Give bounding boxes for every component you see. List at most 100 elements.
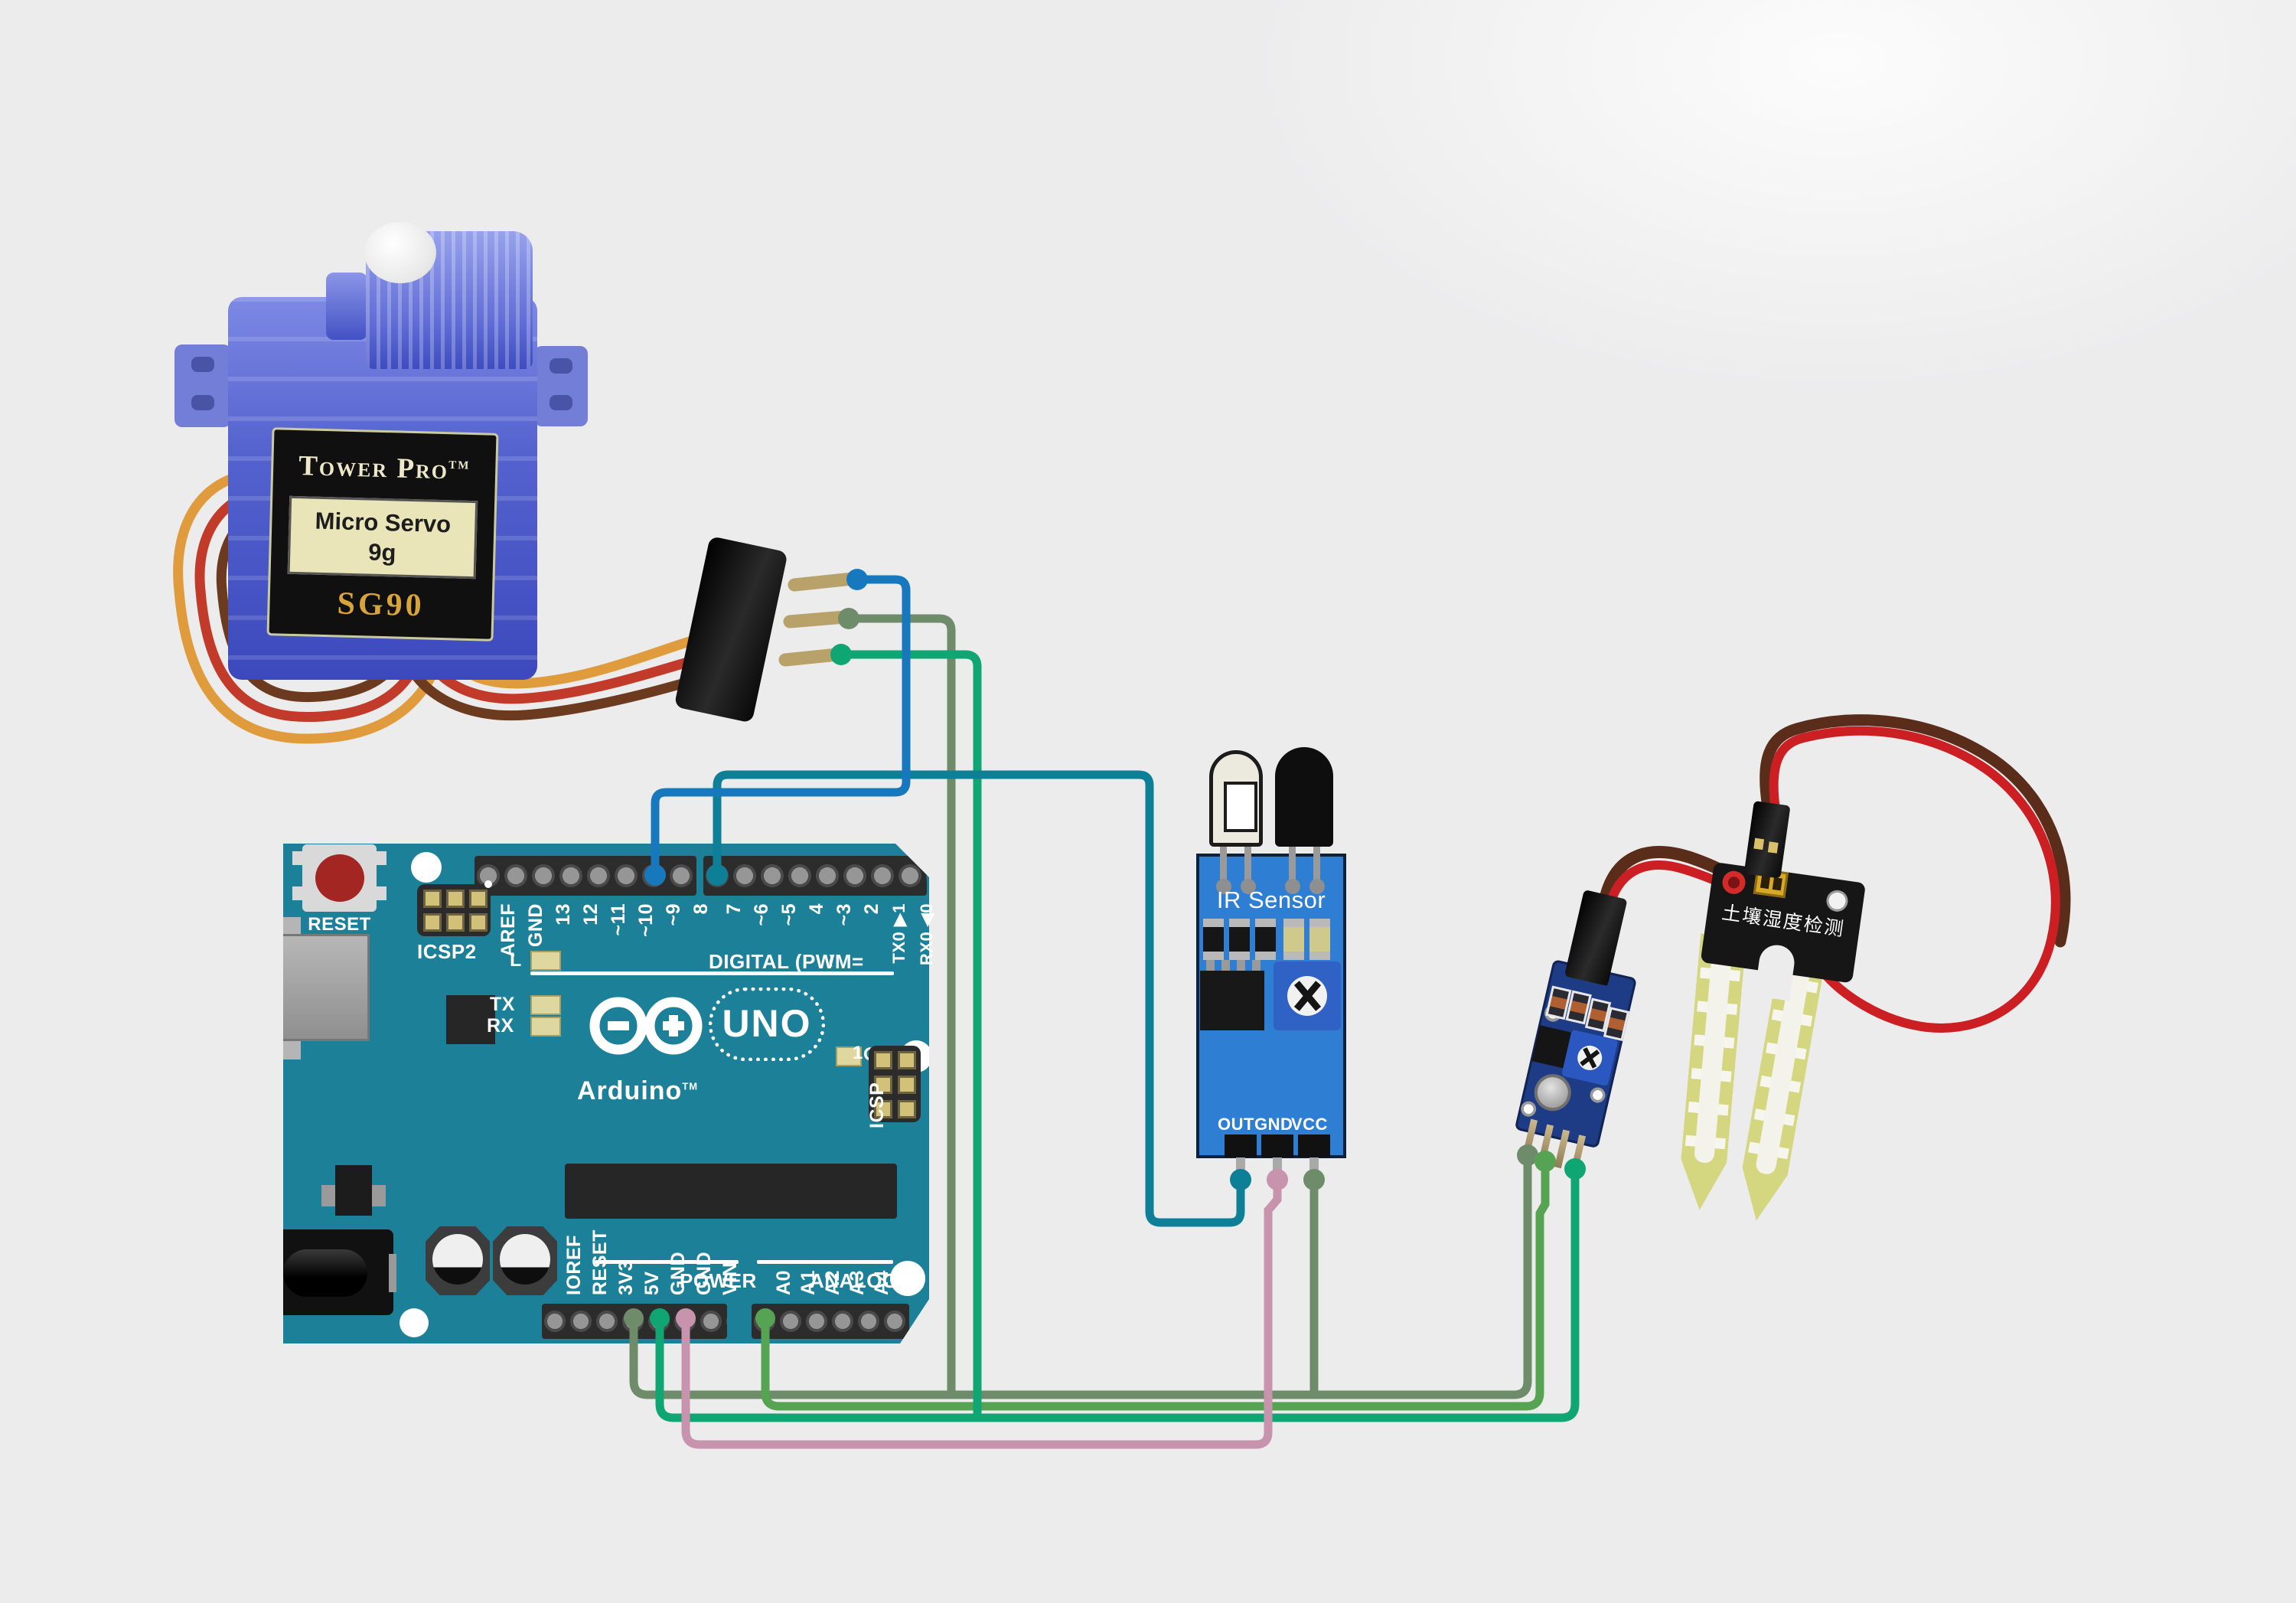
pin-label-digital: 7 — [723, 903, 745, 915]
connector-slot — [1760, 875, 1771, 890]
reset-button-tab — [376, 851, 386, 865]
reset-label: RESET — [308, 914, 371, 935]
pin-label-digital: 8 — [690, 903, 712, 915]
probe-prong-left — [1677, 933, 1746, 1212]
arduino-infinity-logo — [589, 997, 703, 1055]
digital-header-left — [475, 856, 696, 896]
voltage-regulator — [335, 1165, 372, 1216]
fiducial-dot — [484, 880, 492, 888]
led-leg — [1313, 842, 1320, 886]
smd-resistor — [1309, 919, 1330, 960]
servo-model-text: SG90 — [336, 586, 426, 624]
reset-button-tab — [376, 886, 386, 900]
mounting-hole — [411, 852, 442, 883]
pin-label-power: RESET — [589, 1229, 611, 1295]
usb-connector-tab — [283, 917, 301, 935]
capacitor-face — [432, 1234, 483, 1285]
pin-label-digital: 2 — [861, 903, 882, 915]
icsp-pad — [898, 1051, 916, 1069]
regulator-tab — [372, 1185, 386, 1206]
pin-label-analog: A4 — [871, 1270, 892, 1295]
pin-label-digital: 4 — [806, 903, 827, 915]
ir-receiver-led — [1275, 747, 1333, 847]
servo-flange-slot — [550, 358, 572, 374]
icsp2-pad — [446, 913, 465, 932]
power-header — [542, 1304, 727, 1339]
reset-button — [302, 844, 377, 912]
pin-label-power: GND — [693, 1251, 715, 1295]
module-pin — [1554, 1129, 1570, 1169]
ir-pin — [1273, 1157, 1282, 1180]
pin-label-digital: TX0 ▶1 — [889, 903, 908, 964]
power-jack — [283, 1229, 396, 1315]
usb-connector-tab — [283, 1041, 301, 1059]
servo-flange-left — [174, 344, 231, 427]
probe-notch — [1754, 942, 1797, 1001]
icsp2-pad — [469, 890, 488, 908]
led-pad — [1285, 879, 1300, 894]
module-pin — [1522, 1118, 1538, 1158]
reset-button-tab — [292, 851, 303, 865]
probe-head: 土壤湿度检测 — [1700, 862, 1867, 1001]
uno-badge: UNO — [709, 988, 825, 1061]
icsp2-pad — [423, 913, 442, 932]
mounting-hole — [400, 1308, 429, 1337]
pin-label-digital: ~6 — [751, 903, 772, 926]
ir-pin-label: VCC — [1291, 1115, 1328, 1134]
icsp-pad — [898, 1100, 916, 1118]
ir-pin — [1309, 1157, 1319, 1180]
trimpot-screw — [1575, 1043, 1605, 1073]
ir-pin-block — [1225, 1135, 1257, 1157]
servo-flange-slot — [191, 357, 214, 372]
led-tx-label: TX — [490, 994, 515, 1015]
pin-label-power: IOREF — [563, 1235, 585, 1295]
icsp-pad — [898, 1076, 916, 1094]
servo-label: Tower ProTM Micro Servo 9g SG90 — [266, 427, 499, 642]
pin-label-digital: 13 — [553, 903, 574, 926]
usb-connector — [283, 934, 370, 1041]
module-pin — [1570, 1135, 1587, 1174]
servo-flange-slot — [550, 395, 572, 410]
plug-pin — [1753, 837, 1765, 850]
led-leg — [1289, 842, 1296, 886]
icsp2-label: ICSP2 — [417, 940, 477, 963]
servo-flange-right — [534, 346, 588, 426]
ir-pin-block — [1298, 1135, 1330, 1157]
servo-output-shaft — [364, 222, 436, 283]
smd-resistor — [1283, 919, 1304, 960]
ir-sensor-title: IR Sensor — [1216, 886, 1326, 913]
ic-leg — [1252, 960, 1261, 972]
servo-type-panel: Micro Servo 9g — [287, 495, 478, 579]
pin-label-power: 3V3 — [615, 1260, 637, 1295]
icsp2-header — [417, 884, 491, 936]
servo-type-line2: 9g — [367, 538, 396, 566]
smd-resistor — [1255, 919, 1276, 960]
icsp-label: ICSP — [866, 1082, 888, 1128]
pin-label-digital: ~11 — [608, 903, 629, 936]
power-caption: POWER — [680, 1269, 757, 1292]
pin-label-power: 5V — [641, 1271, 663, 1295]
capacitor-face — [500, 1234, 550, 1285]
reset-button-tab — [292, 886, 303, 900]
pin-label-digital: AREF — [497, 903, 519, 958]
reset-button-cap — [315, 854, 364, 902]
analog-header — [752, 1304, 909, 1339]
power-jack-pin — [389, 1254, 396, 1292]
pin-label-analog: A5 — [895, 1270, 917, 1295]
ir-pin-label: GND — [1254, 1115, 1293, 1134]
led-rx-label: RX — [487, 1015, 514, 1037]
pin-label-digital: ~9 — [663, 903, 684, 926]
pin-label-analog: A3 — [846, 1270, 868, 1295]
pin-label-digital: ~3 — [833, 903, 855, 926]
pin-label-digital: ~5 — [778, 903, 800, 926]
module-hole — [1519, 1099, 1538, 1118]
module-hole — [1588, 1086, 1607, 1105]
ir-pin-label: OUT — [1218, 1115, 1254, 1134]
module-pin — [1538, 1124, 1554, 1164]
ir-pin — [1236, 1157, 1245, 1180]
digital-rule — [530, 971, 894, 975]
pin-label-power: VIN — [719, 1262, 741, 1295]
servo-type-line1: Micro Servo — [315, 507, 452, 538]
probe-hole-red-wire — [1720, 869, 1747, 896]
